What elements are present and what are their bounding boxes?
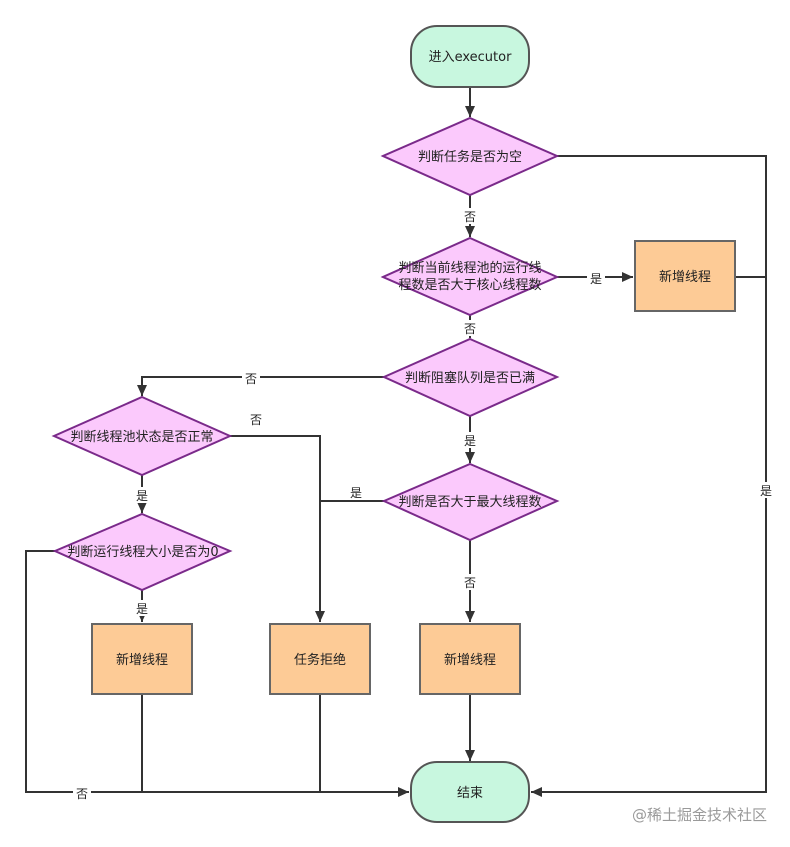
label-gt-max-yes: 是 [350,486,362,500]
end-node: 结束 [410,761,530,823]
label-pool-normal-no: 否 [250,413,262,427]
decision-running-gt-core: 判断当前线程池的运行线 程数是否大于核心线程数 [380,236,560,317]
process-add-thread-left: 新增线程 [91,623,193,695]
end-label: 结束 [457,786,483,801]
label-pool-normal-yes: 是 [136,489,148,503]
decision-pool-normal-label: 判断线程池状态是否正常 [70,430,213,445]
start-node: 进入executor [410,25,530,88]
label-gt-max-no: 否 [464,576,476,590]
label-queue-full-no: 否 [245,372,257,386]
decision-task-empty-label: 判断任务是否为空 [418,149,522,165]
label-gt-core-no: 否 [464,322,476,336]
decision-running-zero-label: 判断运行线程大小是否为0 [67,545,218,560]
label-queue-full-yes: 是 [464,434,476,448]
edge-pool-normal-no [230,435,325,622]
decision-queue-full-label: 判断阻塞队列是否已满 [405,370,535,386]
label-running-zero-no: 否 [76,787,88,801]
edge-task-empty-yes [531,155,767,797]
decision-running-gt-core-line2: 程数是否大于核心线程数 [398,278,541,293]
decision-queue-full: 判断阻塞队列是否已满 [381,337,560,418]
decision-running-gt-core-line1: 判断当前线程池的运行线 [398,260,541,276]
process-reject-task: 任务拒绝 [269,623,371,695]
label-gt-core-yes: 是 [590,272,602,286]
watermark: @稀土掘金技术社区 [632,806,767,824]
process-reject-task-label: 任务拒绝 [294,652,346,668]
decision-gt-max: 判断是否大于最大线程数 [381,462,560,542]
process-add-thread-left-label: 新增线程 [116,652,168,668]
start-label: 进入executor [429,50,512,65]
edge-queue-full-no [137,376,384,396]
process-add-thread-mid-label: 新增线程 [444,652,496,668]
decision-task-empty: 判断任务是否为空 [380,116,560,197]
decision-gt-max-label: 判断是否大于最大线程数 [398,495,541,510]
edge-running-zero-no [25,550,409,797]
process-add-thread-right: 新增线程 [634,240,736,312]
decision-running-zero: 判断运行线程大小是否为0 [52,512,233,592]
process-add-thread-right-label: 新增线程 [659,269,711,285]
decision-pool-normal: 判断线程池状态是否正常 [51,395,233,477]
label-task-empty-yes: 是 [760,484,772,498]
label-running-zero-yes: 是 [136,602,148,616]
process-add-thread-mid: 新增线程 [419,623,521,695]
label-task-empty-no: 否 [464,210,476,224]
